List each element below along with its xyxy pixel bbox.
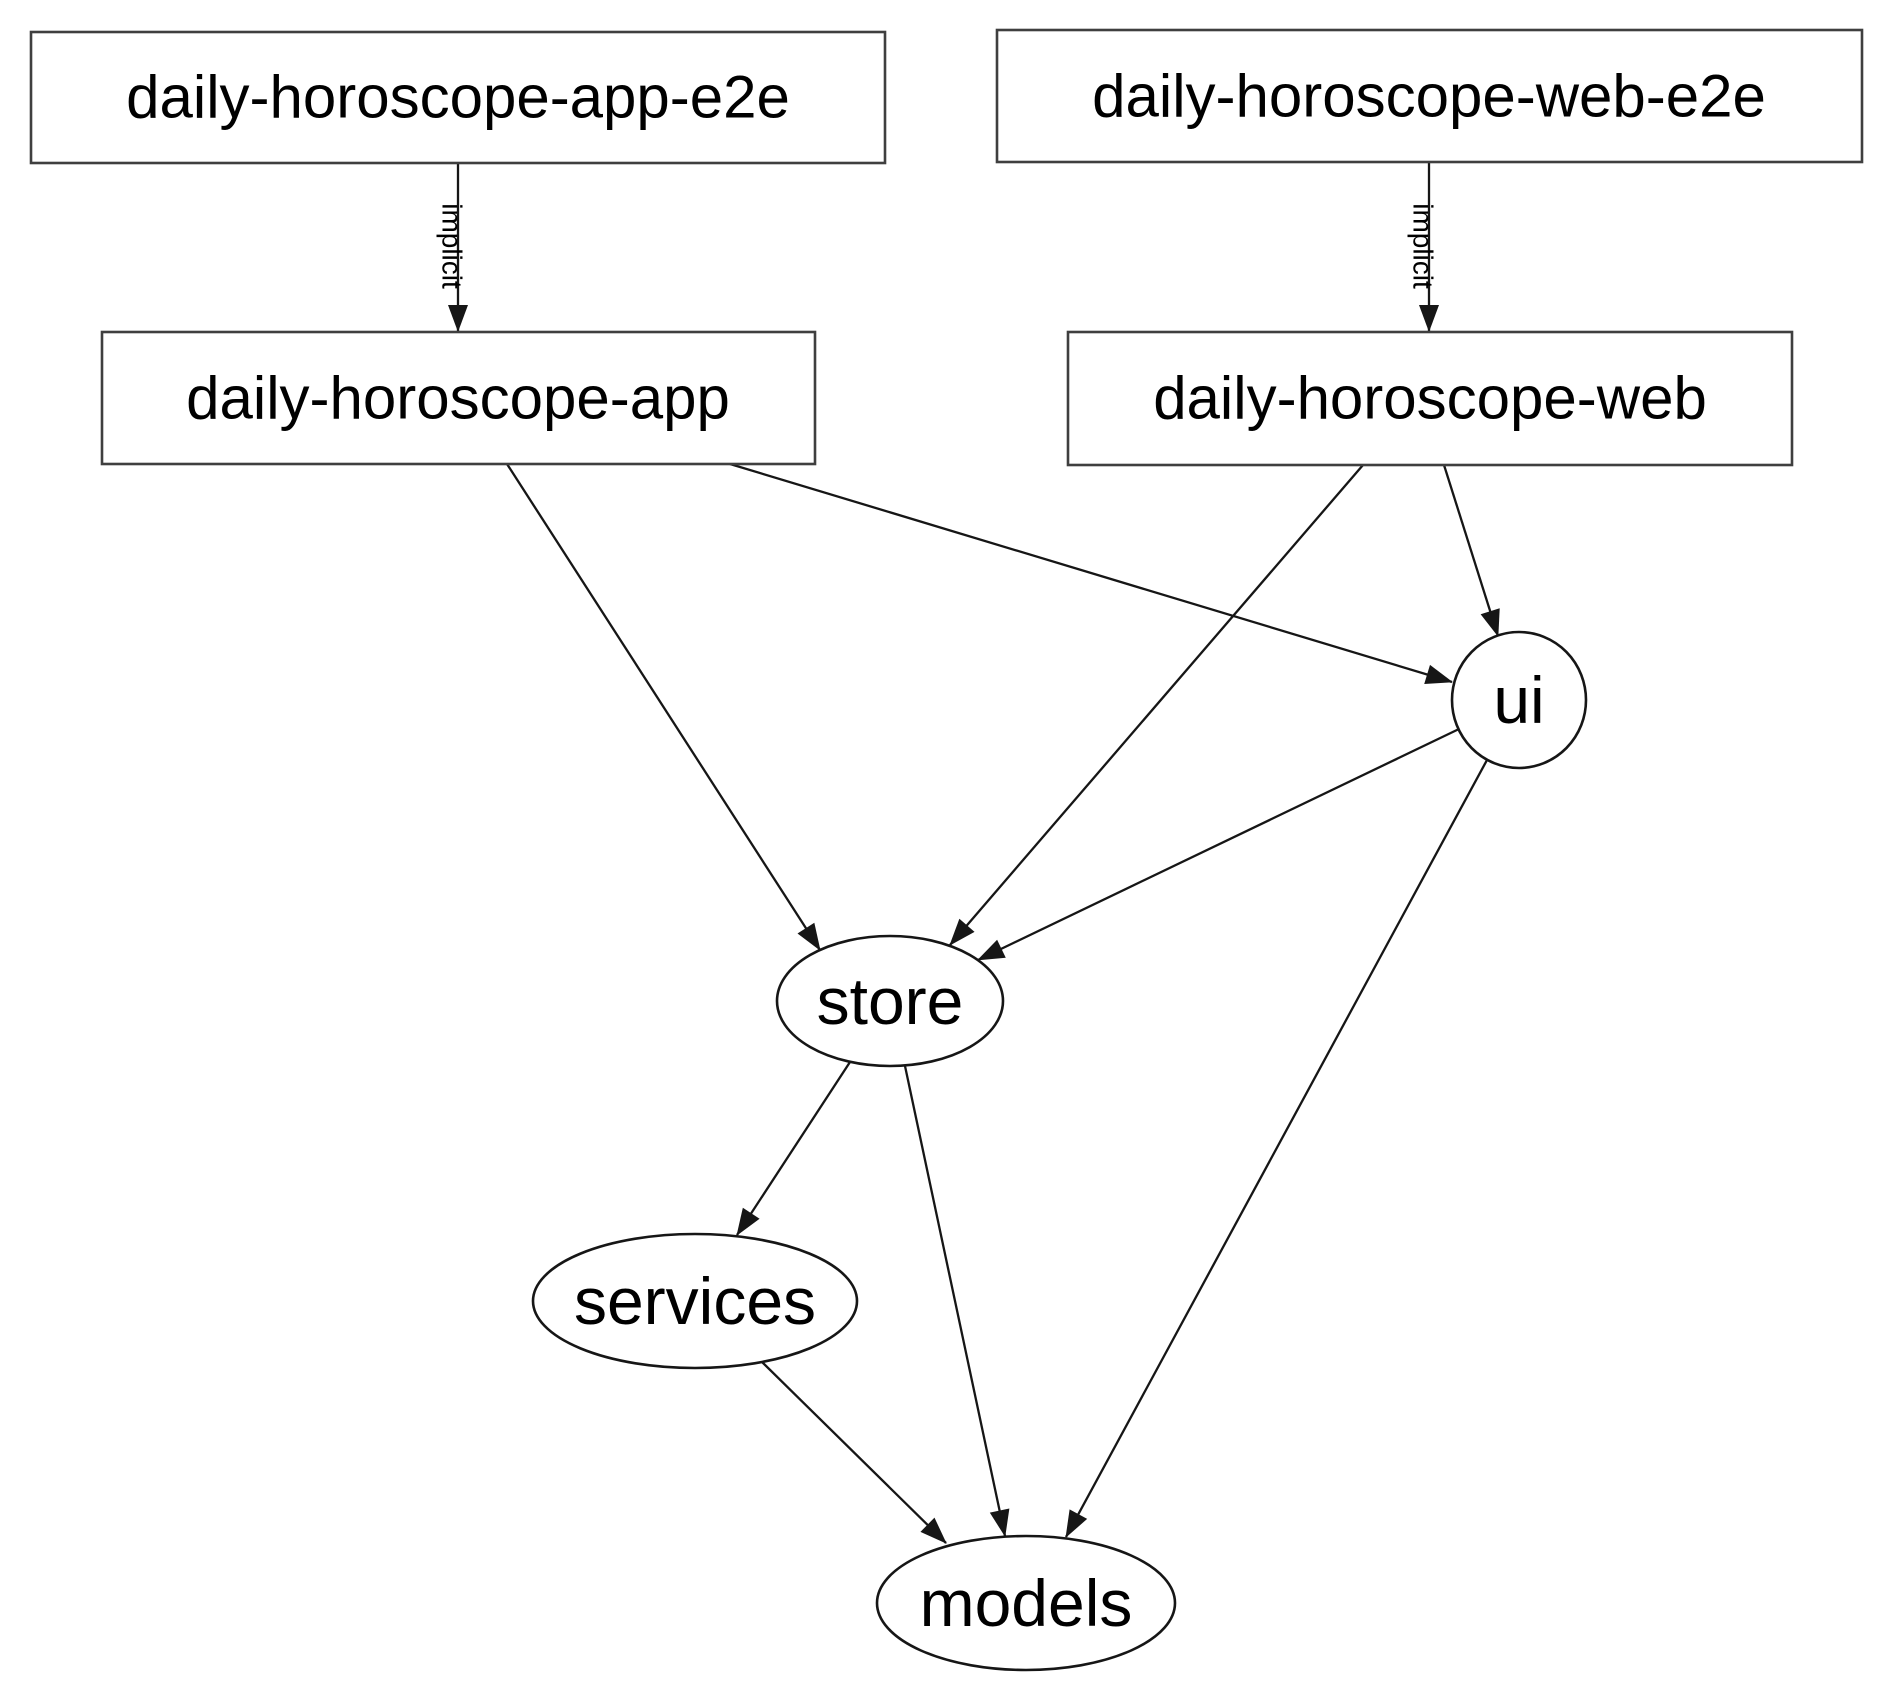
node-ellipse-models (875, 1534, 1177, 1672)
node-daily-horoscope-web: daily-horoscope-web (1066, 330, 1794, 467)
edge-services-to-models (761, 1361, 947, 1544)
node-daily-horoscope-app: daily-horoscope-app (100, 330, 817, 466)
edge-store-to-services (736, 1061, 851, 1236)
edge-web-to-store (949, 464, 1364, 946)
node-box-daily-horoscope-app (100, 330, 817, 466)
node-daily-horoscope-web-e2e: daily-horoscope-web-e2e (995, 28, 1864, 164)
node-label-daily-horoscope-app-e2e: daily-horoscope-app-e2e (126, 64, 790, 131)
edge-ui-to-store (977, 727, 1460, 962)
node-ellipse-store (775, 934, 1005, 1068)
node-label-ui: ui (1493, 663, 1544, 737)
node-store: store (775, 934, 1005, 1068)
edge-app-to-ui (729, 462, 1453, 685)
edge-app-e2e-to-app: implicit (437, 163, 468, 332)
node-box-daily-horoscope-app-e2e (29, 30, 887, 165)
node-box-daily-horoscope-web (1066, 330, 1794, 467)
edge-label-implicit-app: implicit (437, 203, 468, 289)
node-label-daily-horoscope-web: daily-horoscope-web (1153, 365, 1707, 432)
node-label-store: store (817, 964, 964, 1038)
edge-app-to-store (506, 463, 821, 951)
node-daily-horoscope-app-e2e: daily-horoscope-app-e2e (29, 30, 887, 165)
node-services: services (531, 1232, 859, 1370)
edge-ui-to-models (1064, 759, 1489, 1538)
edge-label-implicit-web: implicit (1408, 203, 1439, 289)
node-label-models: models (920, 1566, 1133, 1640)
node-ellipse-ui (1450, 630, 1588, 770)
node-ellipse-services (531, 1232, 859, 1370)
node-label-daily-horoscope-app: daily-horoscope-app (186, 365, 730, 432)
edge-web-e2e-to-web: implicit (1408, 162, 1439, 332)
edge-store-to-models (903, 1065, 1010, 1537)
node-ui: ui (1450, 630, 1588, 770)
edge-web-to-ui (1442, 464, 1500, 637)
node-label-daily-horoscope-web-e2e: daily-horoscope-web-e2e (1092, 63, 1766, 130)
node-box-daily-horoscope-web-e2e (995, 28, 1864, 164)
node-label-services: services (574, 1264, 816, 1338)
node-models: models (875, 1534, 1177, 1672)
